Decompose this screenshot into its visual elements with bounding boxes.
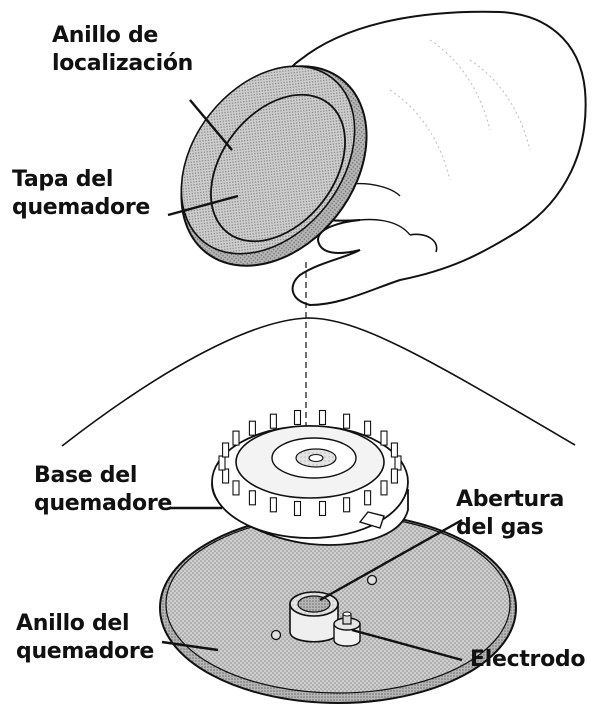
burner-port: [223, 469, 229, 483]
burner-port: [320, 411, 326, 425]
burner-port: [295, 502, 301, 516]
burner-port: [270, 498, 276, 512]
label-burner-base: Base del quemadore: [34, 462, 172, 518]
burner-port: [395, 456, 401, 470]
burner-port: [249, 491, 255, 505]
burner-port: [391, 443, 397, 457]
burner-port: [344, 414, 350, 428]
burner-port: [233, 431, 239, 445]
burner-port: [249, 421, 255, 435]
burner-port: [344, 498, 350, 512]
label-burner-ring: Anillo del quemadore: [16, 610, 154, 666]
burner-port: [320, 502, 326, 516]
burner-port: [365, 421, 371, 435]
gas-opening: [290, 592, 338, 642]
burner-port: [223, 443, 229, 457]
burner-base: [212, 426, 408, 545]
burner-port: [270, 414, 276, 428]
label-gas-opening: Abertura del gas: [456, 486, 564, 542]
burner-port: [391, 469, 397, 483]
label-burner-cap: Tapa del quemadore: [12, 166, 150, 222]
burner-port: [219, 456, 225, 470]
label-locating-ring: Anillo de localización: [52, 22, 193, 78]
burner-port: [365, 491, 371, 505]
burner-port: [381, 431, 387, 445]
label-electrode: Electrodo: [470, 646, 585, 674]
burner-port: [381, 481, 387, 495]
burner-port: [295, 411, 301, 425]
burner-port: [233, 481, 239, 495]
